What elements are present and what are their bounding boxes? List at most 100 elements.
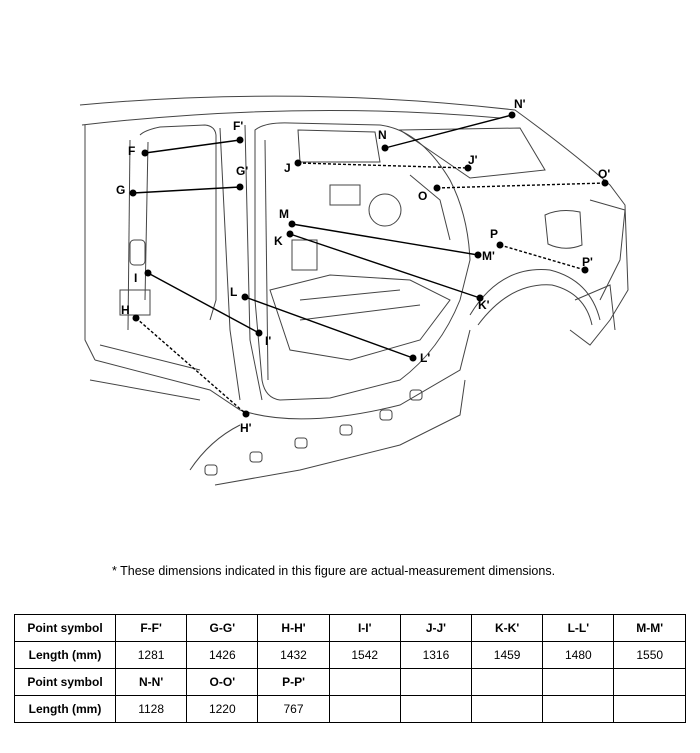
measurement-lines — [132, 114, 606, 415]
table-cell — [399, 668, 473, 696]
table-cell: P-P' — [257, 668, 330, 696]
point-N-prime — [508, 111, 516, 119]
point-O — [433, 184, 441, 192]
point-I — [144, 269, 152, 277]
point-K-prime — [476, 294, 484, 302]
table-cell: 1550 — [613, 641, 686, 669]
label-P-prime: P' — [582, 255, 593, 269]
table-row: Point symbol N-N' O-O' P-P' — [14, 668, 686, 696]
table-cell — [542, 695, 615, 723]
label-G: G — [116, 183, 125, 197]
line-J — [297, 162, 469, 169]
point-H-prime — [242, 410, 250, 418]
measurement-note: * These dimensions indicated in this fig… — [112, 564, 556, 578]
line-H — [135, 317, 247, 415]
table-cell: H-H' — [257, 614, 330, 642]
label-N: N — [378, 128, 387, 142]
line-P — [499, 244, 586, 271]
label-O-prime: O' — [598, 167, 610, 181]
point-J-prime — [464, 164, 472, 172]
table-cell: 1281 — [114, 641, 188, 669]
point-M-prime — [474, 251, 482, 259]
table-cell: F-F' — [114, 614, 188, 642]
table-cell: L-L' — [542, 614, 615, 642]
table-row: Length (mm) 1281 1426 1432 1542 1316 145… — [14, 641, 686, 669]
line-G — [132, 186, 241, 194]
table-cell: 1459 — [471, 641, 544, 669]
table-cell — [613, 668, 686, 696]
point-L — [241, 293, 249, 301]
line-F — [144, 139, 241, 154]
point-P — [496, 241, 504, 249]
point-I-prime — [255, 329, 263, 337]
line-L — [244, 296, 414, 359]
label-H: H — [121, 303, 130, 317]
point-F-prime — [236, 136, 244, 144]
table-cell — [542, 668, 615, 696]
table-cell: J-J' — [399, 614, 473, 642]
label-F-prime: F' — [233, 119, 243, 133]
point-M — [288, 220, 296, 228]
table-cell: 1316 — [399, 641, 473, 669]
label-N-prime: N' — [514, 97, 526, 111]
row-header-symbol: Point symbol — [14, 668, 116, 696]
line-K — [289, 233, 481, 299]
point-N — [381, 144, 389, 152]
table-cell: 1542 — [328, 641, 401, 669]
point-O-prime — [601, 179, 609, 187]
label-I-prime: I' — [265, 334, 271, 348]
label-J-prime: J' — [468, 153, 478, 167]
table-cell: 1220 — [186, 695, 259, 723]
label-O: O — [418, 189, 427, 203]
point-G — [129, 189, 137, 197]
point-J — [294, 159, 302, 167]
table-cell — [613, 695, 686, 723]
label-K: K — [274, 234, 283, 248]
label-K-prime: K' — [478, 298, 490, 312]
row-header-length: Length (mm) — [14, 641, 116, 669]
table-cell: 1432 — [257, 641, 330, 669]
table-cell: 767 — [257, 695, 330, 723]
label-I: I — [134, 271, 137, 285]
table-cell: G-G' — [186, 614, 259, 642]
table-row: Length (mm) 1128 1220 767 — [14, 695, 686, 723]
table-cell: M-M' — [613, 614, 686, 642]
line-I — [147, 272, 260, 334]
table-cell: 1480 — [542, 641, 615, 669]
table-cell — [471, 668, 544, 696]
label-L: L — [230, 285, 237, 299]
body-outline — [79, 95, 629, 486]
label-F: F — [128, 144, 135, 158]
vehicle-body-diagram: F F' G G' H H' I I' J J' K K' L L' M M' … — [79, 95, 629, 486]
table-row: Point symbol F-F' G-G' H-H' I-I' J-J' K-… — [14, 614, 686, 642]
point-L-prime — [409, 354, 417, 362]
table-cell: N-N' — [114, 668, 188, 696]
row-header-symbol: Point symbol — [14, 614, 116, 642]
measurement-points — [129, 111, 609, 418]
point-G-prime — [236, 183, 244, 191]
table-cell: K-K' — [471, 614, 544, 642]
point-K — [286, 230, 294, 238]
row-header-length: Length (mm) — [14, 695, 116, 723]
line-O — [436, 182, 606, 189]
point-labels: F F' G G' H H' I I' J J' K K' L L' M M' … — [116, 97, 610, 435]
table-cell: 1426 — [186, 641, 259, 669]
line-M — [291, 223, 479, 256]
label-P: P — [490, 227, 498, 241]
point-P-prime — [581, 266, 589, 274]
label-M-prime: M' — [482, 249, 495, 263]
table-cell: 1128 — [114, 695, 188, 723]
table-cell — [471, 695, 544, 723]
table-cell — [399, 695, 473, 723]
table-cell: O-O' — [186, 668, 259, 696]
table-cell — [328, 695, 401, 723]
measurement-table: Point symbol F-F' G-G' H-H' I-I' J-J' K-… — [14, 614, 686, 723]
table-cell — [328, 668, 401, 696]
point-H — [132, 314, 140, 322]
label-M: M — [279, 207, 289, 221]
label-J: J — [284, 161, 291, 175]
table-cell: I-I' — [328, 614, 401, 642]
line-N — [384, 114, 513, 149]
label-H-prime: H' — [240, 421, 252, 435]
label-G-prime: G' — [236, 164, 248, 178]
